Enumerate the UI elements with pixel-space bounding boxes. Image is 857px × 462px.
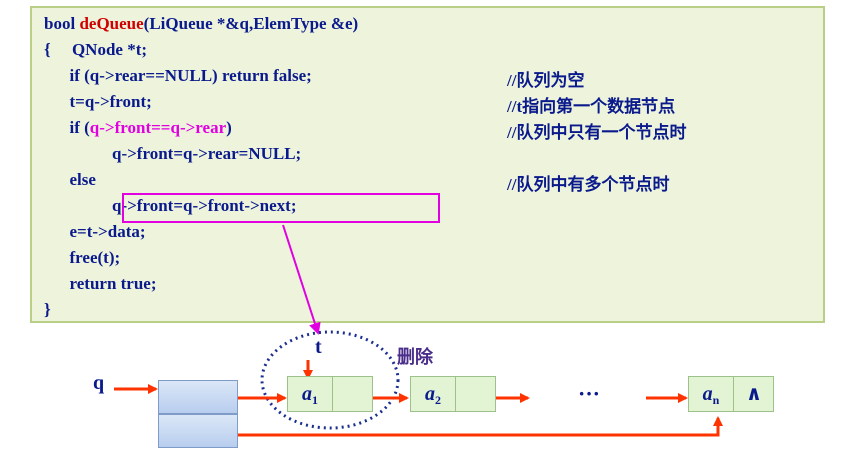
comment-queue-empty: //队列为空 bbox=[507, 71, 585, 90]
code-line-3: if (q->rear==NULL) return false; bbox=[44, 66, 312, 85]
code-line-11: return true; bbox=[44, 274, 157, 293]
code-line-9: e=t->data; bbox=[44, 222, 146, 241]
code-line-6: q->front=q->rear=NULL; bbox=[44, 144, 302, 163]
node-an: an ∧ bbox=[688, 376, 774, 412]
code-line-12: } bbox=[44, 300, 51, 319]
highlight-box bbox=[122, 193, 440, 223]
queue-front-cell bbox=[158, 380, 238, 414]
q-label: q bbox=[93, 372, 105, 394]
node-a2: a2 bbox=[410, 376, 496, 412]
rear-arrow bbox=[208, 416, 723, 437]
code-panel: bool deQueue(LiQueue *&q,ElemType &e) { … bbox=[30, 6, 825, 323]
code-line-5: if (q->front==q->rear) bbox=[44, 118, 232, 137]
null-pointer: ∧ bbox=[745, 383, 763, 405]
comment-single-node: //队列中只有一个节点时 bbox=[507, 123, 687, 142]
code-line-8: q->front=q->front->next; bbox=[44, 196, 297, 215]
code-line-1: bool deQueue(LiQueue *&q,ElemType &e) bbox=[44, 14, 359, 33]
node-a2-data: a2 bbox=[425, 383, 441, 407]
node-a1: a1 bbox=[287, 376, 373, 412]
node-a1-data: a1 bbox=[302, 383, 318, 407]
delete-label: 删除 bbox=[397, 347, 433, 368]
delete-ellipse bbox=[260, 330, 400, 430]
t-label: t bbox=[315, 336, 322, 358]
code-line-10: free(t); bbox=[44, 248, 121, 267]
comment-t-first-node: //t指向第一个数据节点 bbox=[507, 97, 676, 116]
queue-rear-cell bbox=[158, 414, 238, 448]
ellipsis: ··· bbox=[578, 381, 601, 406]
code-line-4: t=q->front; bbox=[44, 92, 152, 111]
function-name: deQueue bbox=[79, 14, 144, 33]
node-an-data: an bbox=[702, 383, 720, 407]
code-line-2: { QNode *t; bbox=[44, 40, 148, 59]
highlight-pointer-arrow bbox=[282, 224, 321, 335]
code-line-7: else bbox=[44, 170, 96, 189]
condition-highlight: q->front==q->rear bbox=[89, 118, 227, 137]
comment-multiple-nodes: //队列中有多个节点时 bbox=[507, 175, 670, 194]
